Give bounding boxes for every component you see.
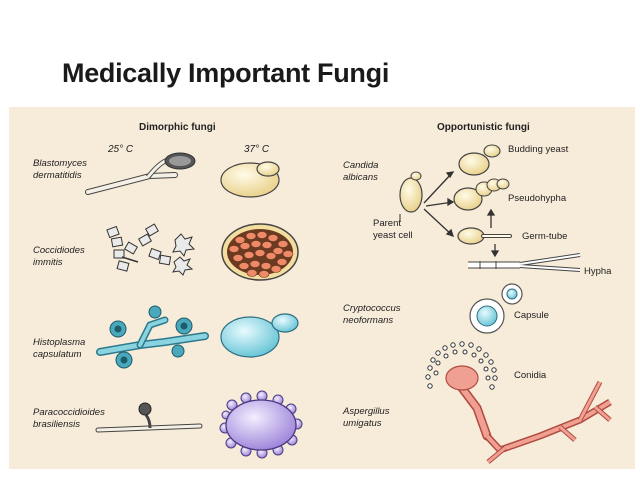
species-cryptococcus: Cryptococcus neoformans bbox=[343, 303, 401, 327]
paracoccidioides-yeast-form bbox=[219, 390, 303, 459]
species-line1: Aspergillus bbox=[343, 406, 390, 417]
capsule-label: Capsule bbox=[514, 310, 549, 321]
temp-37c-label: 37° C bbox=[244, 144, 270, 155]
histoplasma-mold-form bbox=[96, 305, 209, 369]
parent-line1: Parent bbox=[373, 218, 401, 229]
species-coccidioides: Coccidiodes immitis bbox=[33, 245, 85, 269]
pseudohypha-label: Pseudohypha bbox=[508, 193, 567, 204]
species-line1: Histoplasma bbox=[33, 337, 86, 348]
parent-line2: yeast cell bbox=[373, 230, 413, 241]
page-title: Medically Important Fungi bbox=[62, 58, 390, 88]
hypha-label: Hypha bbox=[584, 266, 612, 277]
species-line1: Candida bbox=[343, 160, 379, 171]
paracoccidioides-mold-form bbox=[95, 402, 203, 433]
coccidioides-mold-form bbox=[106, 223, 196, 276]
species-line2: dermatitidis bbox=[33, 170, 82, 181]
species-line2: capsulatum bbox=[33, 349, 82, 360]
temp-25c-label: 25° C bbox=[108, 144, 134, 155]
species-line2: albicans bbox=[343, 172, 378, 183]
cryptococcus-cells bbox=[469, 283, 523, 334]
species-candida: Candida albicans bbox=[343, 160, 378, 184]
candida-forms bbox=[399, 144, 581, 272]
species-histoplasma: Histoplasma capsulatum bbox=[33, 337, 85, 361]
budding-yeast-label: Budding yeast bbox=[508, 144, 569, 155]
species-line1: Cryptococcus bbox=[343, 303, 401, 314]
dimorphic-fungi-header: Dimorphic fungi bbox=[139, 122, 216, 133]
species-paracoccidioides: Paracoccidioides brasiliensis bbox=[33, 407, 105, 431]
figure-panel bbox=[9, 107, 635, 469]
species-line1: Coccidiodes bbox=[33, 245, 85, 256]
species-line1: Paracoccidioides bbox=[33, 407, 105, 418]
opportunistic-fungi-header: Opportunistic fungi bbox=[437, 122, 530, 133]
species-line1: Blastomyces bbox=[33, 158, 87, 169]
aspergillus-structures bbox=[425, 341, 612, 464]
species-line2: neoformans bbox=[343, 315, 394, 326]
blastomyces-yeast-form bbox=[220, 161, 280, 198]
species-line2: brasiliensis bbox=[33, 419, 80, 430]
species-line2: immitis bbox=[33, 257, 63, 268]
blastomyces-mold-form bbox=[85, 152, 196, 195]
histoplasma-yeast-form bbox=[220, 313, 299, 358]
conidia-label: Conidia bbox=[514, 370, 547, 381]
germ-tube-label: Germ-tube bbox=[522, 231, 568, 242]
parent-yeast-cell-label: Parent yeast cell bbox=[373, 218, 413, 242]
species-line2: umigatus bbox=[343, 418, 382, 429]
coccidioides-spherule bbox=[221, 223, 299, 281]
species-blastomyces: Blastomyces dermatitidis bbox=[33, 158, 87, 182]
species-aspergillus: Aspergillus umigatus bbox=[343, 406, 389, 430]
